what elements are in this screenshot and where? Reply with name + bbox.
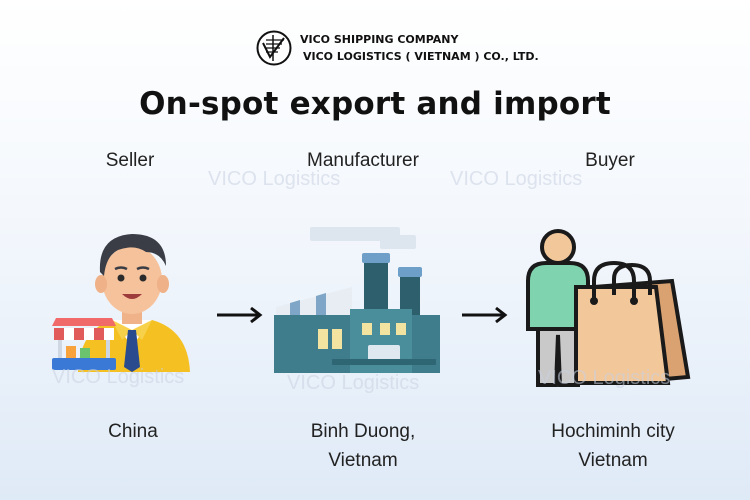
buyer-shopping-icon [526,229,691,387]
location-line: Vietnam [578,450,648,471]
role-buyer: Buyer [585,150,635,171]
company-brand: VICO SHIPPING COMPANY VICO LOGISTICS ( V… [256,30,539,66]
location-seller: China [80,417,186,446]
arrow-right-icon [462,306,508,324]
location-line: China [108,421,158,442]
arrow-right-icon [217,306,263,324]
location-line: Hochiminh city [551,421,675,442]
role-manufacturer: Manufacturer [307,150,419,171]
watermark: VICO Logistics [208,168,341,190]
company-name-line2: VICO LOGISTICS ( VIETNAM ) CO., LTD. [303,50,539,63]
company-name-line1: VICO SHIPPING COMPANY [300,33,459,46]
role-seller: Seller [105,150,155,171]
watermark: VICO Logistics [450,168,583,190]
location-line: Vietnam [328,450,398,471]
vico-logo-icon [256,30,292,66]
location-line: Binh Duong, [310,421,416,442]
page-title: On-spot export and import [139,86,611,122]
watermark: VICO Logistics [52,366,185,388]
seller-shop-icon [52,234,190,372]
watermark: VICO Logistics [287,372,420,394]
watermark: VICO Logistics [538,367,671,389]
location-manufacturer: Binh Duong, Vietnam [283,417,443,475]
factory-icon [274,227,440,373]
location-buyer: Hochiminh city Vietnam [528,417,698,475]
